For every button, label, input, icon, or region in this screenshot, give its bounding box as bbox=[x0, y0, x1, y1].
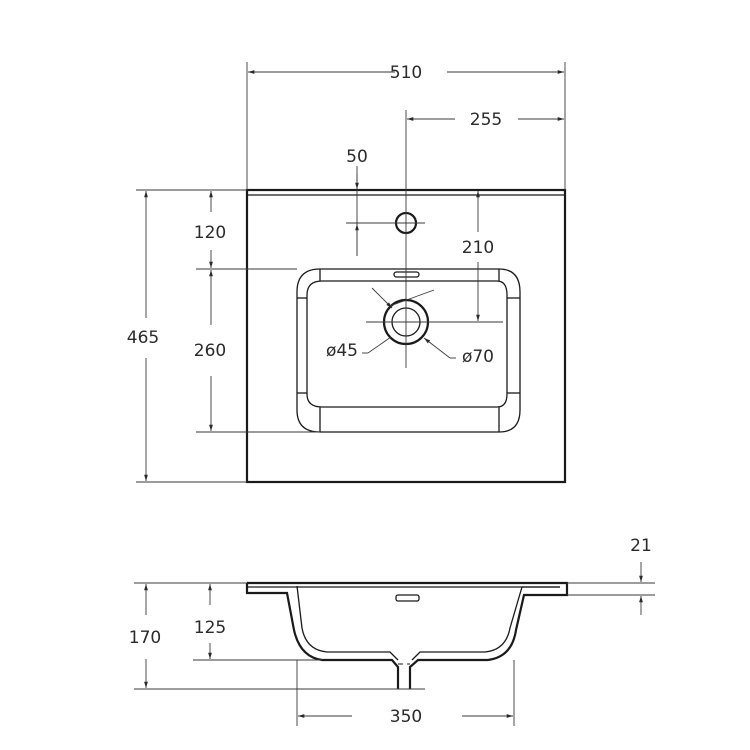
dim-top-to-drain: 210 bbox=[462, 238, 494, 258]
dim-bowl-height: 125 bbox=[194, 618, 226, 638]
top-view: 510 255 50 465 120 260 210 ø45 ø70 bbox=[127, 62, 567, 484]
bowl-inner bbox=[306, 280, 508, 408]
dim-overall-height: 170 bbox=[129, 628, 161, 648]
dim-drain-outer: ø70 bbox=[462, 347, 494, 367]
dim-top-to-bowl: 120 bbox=[194, 223, 226, 243]
dim-rim-thickness: 21 bbox=[630, 536, 652, 556]
dim-overall-depth: 465 bbox=[127, 328, 159, 348]
dim-tap-from-top: 50 bbox=[346, 147, 368, 167]
overflow-slot bbox=[393, 271, 420, 278]
dim-bowl-width: 350 bbox=[390, 707, 422, 727]
overflow-slot-side bbox=[395, 594, 420, 602]
dim-bowl-depth: 260 bbox=[194, 341, 226, 361]
dim-overall-width: 510 bbox=[390, 63, 422, 83]
basin-profile bbox=[245, 581, 569, 689]
dim-tap-to-edge: 255 bbox=[470, 110, 502, 130]
side-view: 170 125 350 21 bbox=[129, 536, 655, 727]
dim-drain-inner: ø45 bbox=[326, 341, 358, 361]
